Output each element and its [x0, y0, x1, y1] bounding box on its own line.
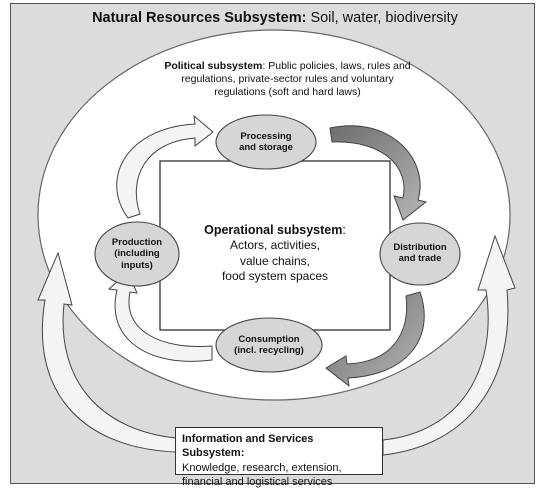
- natural-resources-title-bold: Natural Resources Subsystem:: [92, 10, 307, 26]
- info-to-distribution-arrow: [382, 234, 516, 456]
- operational-subsystem-heading: Operational subsystem:: [195, 222, 355, 238]
- processing-label: Processing and storage: [216, 131, 316, 154]
- processing-node: [215, 114, 317, 170]
- operational-line3: food system spaces: [221, 269, 329, 284]
- production-to-processing-arrow: [116, 114, 214, 219]
- production-node: [94, 221, 180, 287]
- consumption-label-line1: Consumption: [238, 334, 300, 345]
- political-subsystem-description: : Public policies, laws, rules and regul…: [181, 60, 411, 99]
- distribution-label: Distribution and trade: [380, 242, 460, 265]
- consumption-node: [215, 317, 323, 373]
- distribution-label-line1: Distribution: [393, 242, 447, 253]
- consumption-label-line2: (incl. recycling): [234, 345, 304, 357]
- processing-label-line1: Processing: [240, 131, 292, 142]
- processing-label-line2: and storage: [239, 142, 293, 154]
- information-services-line2: financial and logistical services: [182, 475, 333, 488]
- distribution-to-consumption-arrow: [325, 291, 425, 388]
- political-subsystem-title: Political subsystem: [164, 60, 263, 72]
- operational-subsystem-colon: :: [342, 223, 346, 237]
- distribution-node: [379, 222, 461, 286]
- production-label-line1: Production: [111, 237, 163, 248]
- info-to-production-arrow: [37, 251, 177, 453]
- political-subsystem-text: Political subsystem: Public policies, la…: [155, 60, 420, 99]
- natural-resources-title-rest: Soil, water, biodiversity: [306, 10, 458, 26]
- operational-subsystem-text: Operational subsystem: Actors, activitie…: [195, 222, 355, 285]
- operational-subsystem-title: Operational subsystem: [204, 223, 343, 237]
- information-services-title: Information and Services Subsystem:: [182, 433, 314, 460]
- production-label-line2: (including: [114, 248, 160, 260]
- operational-line1: Actors, activities,: [229, 238, 321, 253]
- processing-to-distribution-arrow: [329, 125, 428, 221]
- information-services-box: Information and Services Subsystem: Know…: [175, 427, 383, 488]
- production-label: Production (including inputs): [95, 237, 179, 271]
- consumption-label: Consumption (incl. recycling): [214, 334, 324, 357]
- operational-line2: value chains,: [239, 253, 311, 268]
- natural-resources-title: Natural Resources Subsystem: Soil, water…: [30, 10, 520, 27]
- distribution-label-line2: and trade: [398, 253, 442, 265]
- production-label-line3: inputs): [121, 259, 153, 271]
- information-services-line1: Knowledge, research, extension,: [182, 461, 342, 474]
